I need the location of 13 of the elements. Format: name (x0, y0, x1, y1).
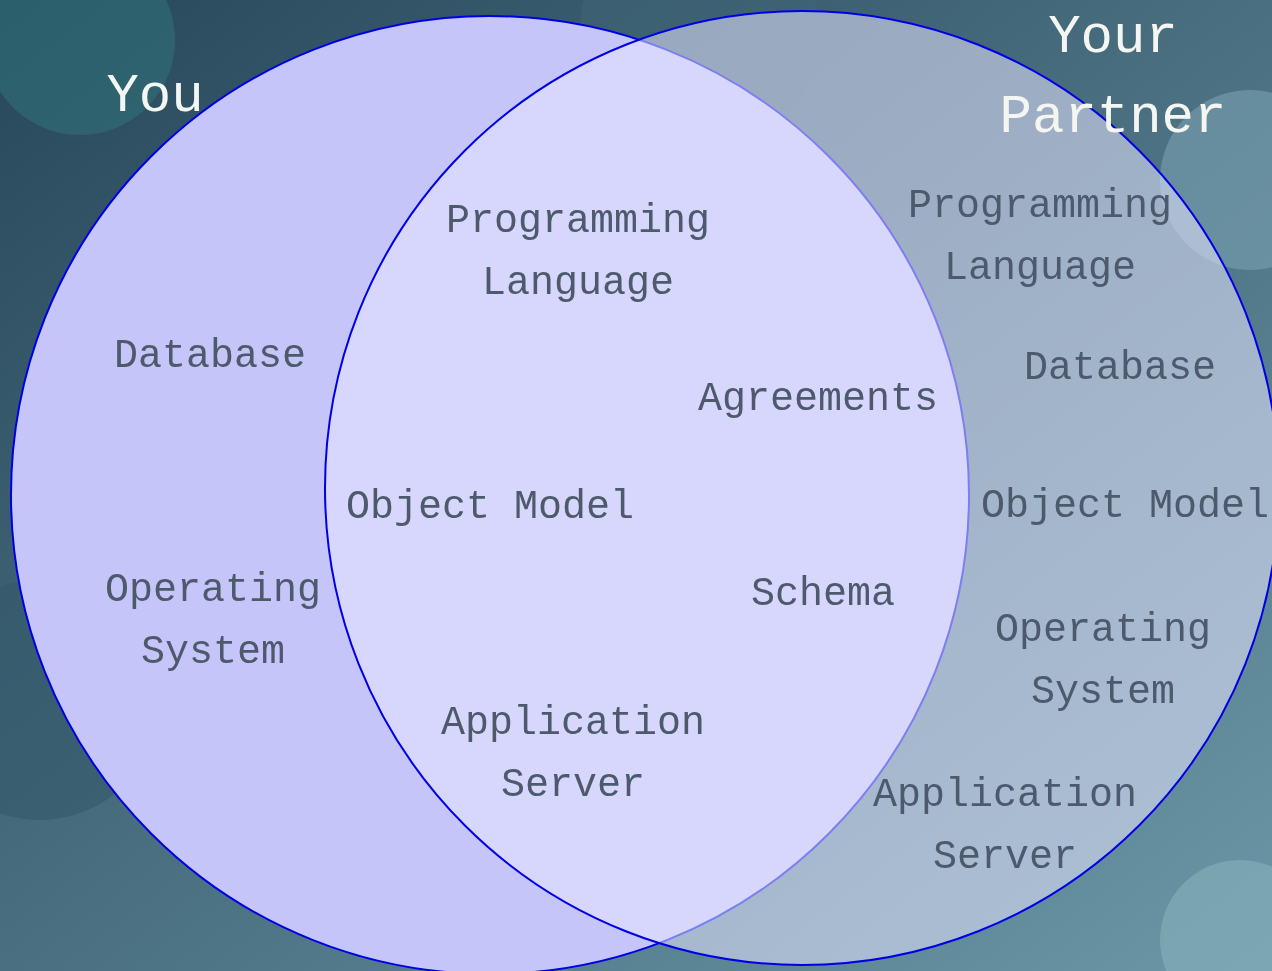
overlap-label: Programming Language (444, 198, 711, 308)
overlap-label: Schema (750, 571, 896, 619)
overlap-label: Agreements (696, 376, 939, 424)
circle-item-label: Operating System (993, 607, 1212, 717)
overlap-label: Application Server (439, 700, 706, 810)
circle-item-label: Programming Language (906, 183, 1173, 293)
circle-item-label: Database (113, 333, 307, 381)
circle-item-label: Application Server (871, 772, 1138, 882)
circle-item-label: Database (1023, 345, 1217, 393)
circle-title: You (105, 65, 205, 129)
circle-item-label: Operating System (103, 567, 322, 677)
overlap-label: Object Model (344, 484, 635, 532)
circle-item-label: Object Model (979, 483, 1270, 531)
